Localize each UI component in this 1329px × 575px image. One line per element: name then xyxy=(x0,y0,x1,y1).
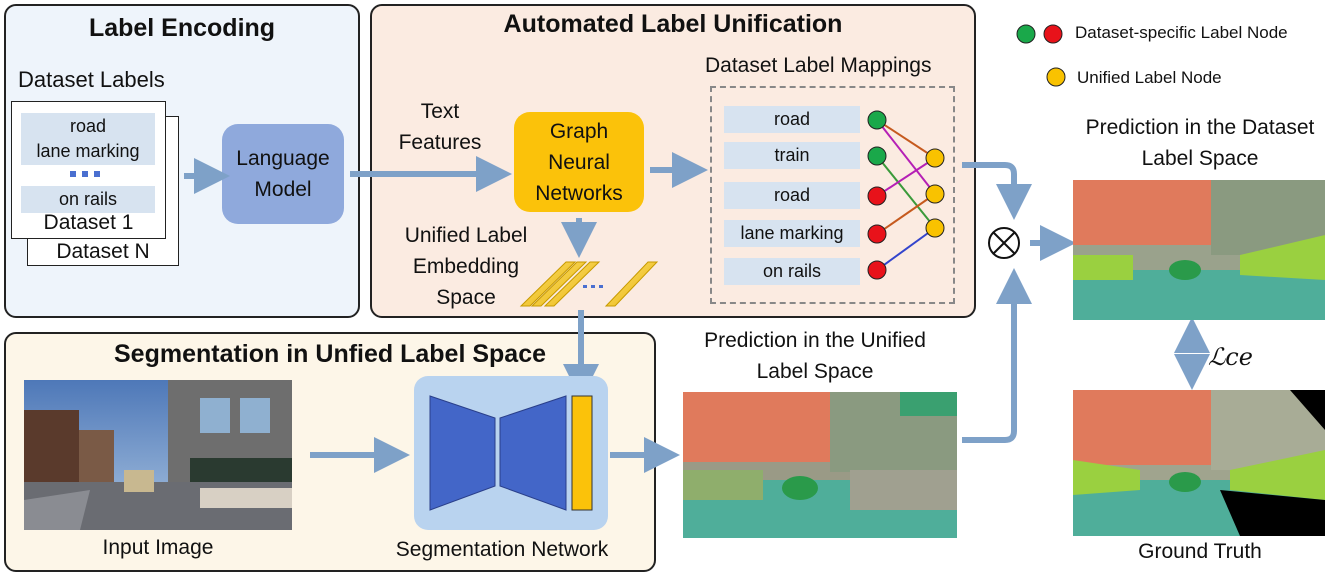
edge-road1-u1 xyxy=(876,119,936,159)
node-road-red xyxy=(867,186,887,206)
dataset-label-on-rails: on rails xyxy=(21,186,155,213)
mappings-heading: Dataset Label Mappings xyxy=(705,54,932,77)
ground-truth-image xyxy=(1073,390,1325,536)
node-unified-3 xyxy=(925,218,945,238)
mapping-label-lane-marking: lane marking xyxy=(724,220,860,247)
mapping-label-road-2: road xyxy=(724,182,860,209)
node-rails-red xyxy=(867,260,887,280)
pred-dataset-text: Prediction in the Dataset Label Space xyxy=(1085,116,1315,170)
dataset-labels-heading: Dataset Labels xyxy=(18,67,165,92)
text-features-text: Text Features xyxy=(398,100,482,154)
language-model-box: Language Model xyxy=(222,124,344,224)
edge-rails-u3 xyxy=(876,227,936,271)
legend-red-node-icon xyxy=(1043,24,1063,44)
node-lane-red xyxy=(867,224,887,244)
label-embedding-head xyxy=(571,395,593,511)
mappings-dashed-box xyxy=(710,86,955,304)
legend-unified-label: Unified Label Node xyxy=(1077,68,1222,87)
input-image xyxy=(24,380,292,530)
segmentation-title: Segmentation in Unfied Label Space xyxy=(113,340,547,368)
dataset-1-label: Dataset 1 xyxy=(43,211,134,234)
dataset-label-road: road xyxy=(21,113,155,140)
legend-green-node-icon xyxy=(1016,24,1036,44)
mapping-label-train: train xyxy=(724,142,860,169)
node-unified-1 xyxy=(925,148,945,168)
pred-unified-caption: Prediction in the Unified Label Space xyxy=(700,325,930,387)
embedding-space-label: Unified Label Embedding Space xyxy=(388,220,544,313)
embedding-space-text: Unified Label Embedding Space xyxy=(404,224,528,309)
pred-unified-text: Prediction in the Unified Label Space xyxy=(704,329,926,383)
edge-train-u3 xyxy=(876,155,936,229)
label-encoding-title: Label Encoding xyxy=(88,14,276,42)
node-road-green xyxy=(867,110,887,130)
ground-truth-caption: Ground Truth xyxy=(1138,540,1262,563)
prediction-dataset-image xyxy=(1073,180,1325,320)
text-features-label: Text Features xyxy=(390,96,490,158)
ellipsis-dots xyxy=(70,171,104,177)
embedding-slabs-icon xyxy=(519,261,659,307)
encoder-shape xyxy=(429,395,496,511)
mapping-label-road-1: road xyxy=(724,106,860,133)
input-image-caption: Input Image xyxy=(102,536,214,559)
loss-label: ℒce xyxy=(1208,343,1253,371)
segmentation-network-caption: Segmentation Network xyxy=(395,538,609,561)
decoder-shape xyxy=(499,395,567,511)
edge-lane-u2 xyxy=(876,193,936,235)
gnn-label: Graph Neural Networks xyxy=(535,119,623,205)
legend-unified-node-icon xyxy=(1046,67,1066,87)
edge-road2-u1 xyxy=(876,157,936,197)
prediction-unified-image xyxy=(683,392,957,538)
arrow-prediction-to-combine xyxy=(962,268,1032,443)
arrow-mappings-to-combine xyxy=(962,162,1032,220)
dataset-label-lane-marking: lane marking xyxy=(21,138,155,165)
dataset-n-label: Dataset N xyxy=(56,240,150,263)
legend-specific-label: Dataset-specific Label Node xyxy=(1075,23,1288,42)
edge-road1-u2 xyxy=(876,119,936,195)
mapping-label-on-rails: on rails xyxy=(724,258,860,285)
node-train-green xyxy=(867,146,887,166)
node-unified-2 xyxy=(925,184,945,204)
language-model-label: Language Model xyxy=(236,147,330,201)
pred-dataset-caption: Prediction in the Dataset Label Space xyxy=(1085,112,1315,174)
automated-unification-title: Automated Label Unification xyxy=(503,10,843,38)
gnn-box: Graph Neural Networks xyxy=(514,112,644,212)
